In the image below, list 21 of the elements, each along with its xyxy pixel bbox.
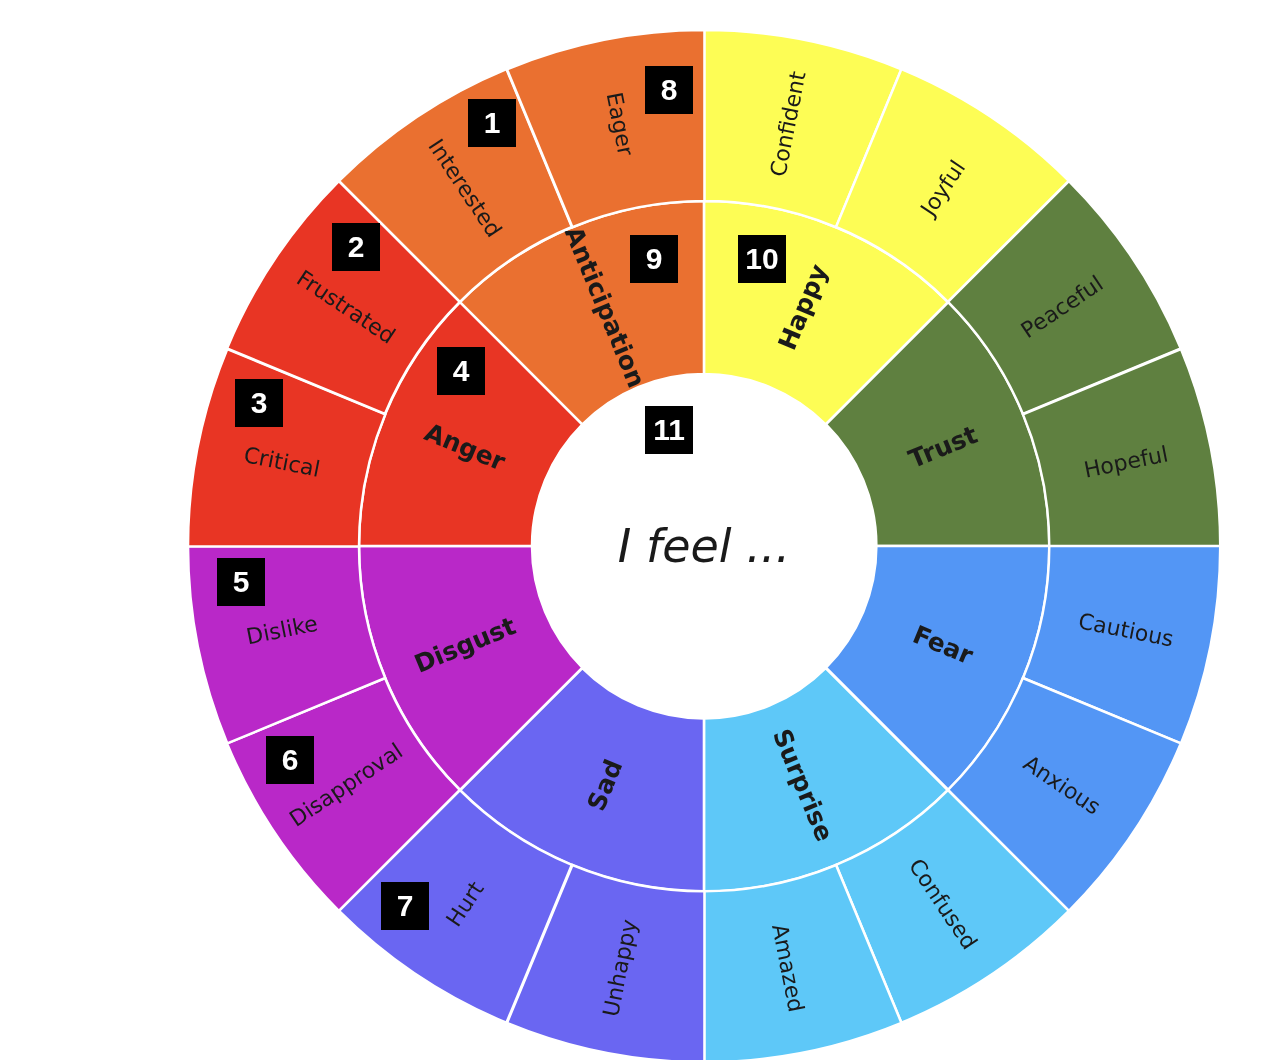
callout-number: 7 (381, 882, 429, 930)
callout-number: 8 (645, 66, 693, 114)
emotion-label: Trust (904, 420, 982, 475)
callout-number: 9 (630, 235, 678, 283)
callout-number: 2 (332, 223, 380, 271)
emotion-label: Sad (581, 754, 629, 815)
center-text: I feel ... (617, 519, 791, 573)
feeling-label: Critical (241, 442, 322, 482)
callout-number: 10 (738, 235, 786, 283)
emotion-label: Fear (908, 619, 978, 671)
callout-number: 3 (235, 379, 283, 427)
callout-number: 5 (217, 558, 265, 606)
callout-number: 1 (468, 99, 516, 147)
feeling-label: Eager (601, 89, 639, 158)
feeling-label: Dislike (243, 610, 320, 650)
callout-number: 4 (437, 347, 485, 395)
feeling-label: Amazed (767, 922, 809, 1015)
callout-number: 11 (645, 406, 693, 454)
feeling-label: Cautious (1076, 608, 1176, 652)
feeling-label: Hopeful (1081, 441, 1171, 483)
feeling-label: Confident (765, 69, 811, 179)
